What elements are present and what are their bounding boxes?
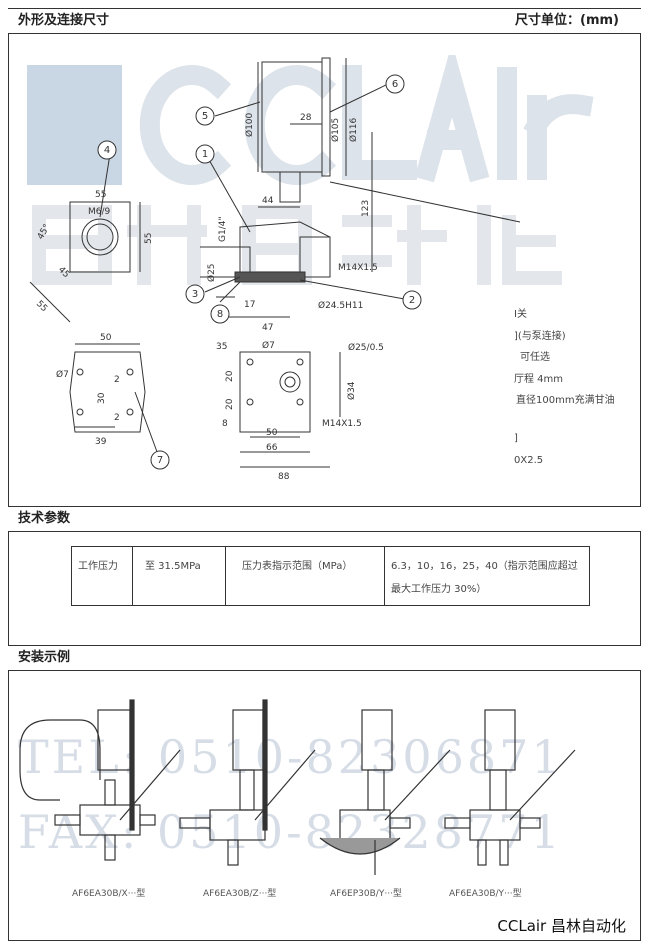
note-line: I关 [514,309,527,320]
dim-label: 50 [266,428,278,438]
caption-ex1: AF6EA30B/X···型 [72,889,146,899]
dim-label: 55 [34,299,49,314]
dim-label: Ø7 [56,369,69,380]
dimension-drawing: 5 6 1 4 3 2 7 8 Ø100 28 Ø105 Ø116 123 44… [29,57,521,482]
section-header-dimensions: 外形及连接尺寸 尺寸单位：(mm) [8,8,641,34]
dim-label: Ø34 [346,381,357,400]
note-line: ](与泵连接) [514,331,566,342]
section-title: 外形及连接尺寸 [18,13,110,28]
dim-label: 2 [114,413,120,423]
dimension-labels: Ø100 28 Ø105 Ø116 123 44 G1/4" Ø25 M14X1… [34,112,384,482]
table-cell: 压力表指示范围（MPa） [225,546,385,606]
dim-label: Ø116 [348,117,359,142]
dim-label: 8 [222,419,228,429]
dim-label: 30 [97,392,107,404]
dim-label: 45° [36,223,53,242]
callout-3: 3 [192,289,198,300]
install-examples-drawing [19,699,576,875]
dim-label: 20 [225,370,235,382]
dim-label: 45 [56,265,71,280]
dim-label: 35 [216,342,227,352]
callout-4: 4 [104,145,110,156]
table-cell: 6.3，10，16，25，40（指示范围应超过最大工作压力 30%） [384,546,590,606]
unit-label: 尺寸单位：(mm) [515,13,619,28]
note-line: ] [514,433,518,444]
table-cell: 至 31.5MPa [132,546,226,606]
callout-2: 2 [409,295,415,306]
tel-watermark: TEL: 0510-82306871 [18,730,564,784]
dim-label: M14X1.5 [338,263,378,273]
cell-line: 6.3，10，16，25，40（指示范围应超过 [391,561,578,572]
dim-label: Ø24.5H11 [318,300,363,311]
callout-7: 7 [157,455,163,466]
note-line: 直径100mm充满甘油 [516,395,615,406]
dim-label: 17 [244,300,255,310]
dim-label: 88 [278,472,290,482]
dim-label: 39 [95,437,107,447]
dim-label: 55 [144,233,154,244]
dim-label: Ø100 [244,112,255,137]
dim-label: M6/9 [88,207,111,217]
dim-label: 55 [95,190,106,200]
note-line: 厅程 4mm [514,374,564,385]
dim-label: 2 [114,375,120,385]
note-line: 可任选 [520,352,550,363]
note-line: 0X2.5 [514,455,544,466]
callout-1: 1 [202,149,208,160]
dim-label: Ø7 [262,340,275,351]
spec-table: 工作压力 至 31.5MPa 压力表指示范围（MPa） 6.3，10，16，25… [71,546,590,606]
dim-label: 44 [262,196,274,206]
table-row: 工作压力 至 31.5MPa 压力表指示范围（MPa） 6.3，10，16，25… [71,546,590,606]
dim-label: 66 [266,443,278,453]
dim-label: 50 [100,333,112,343]
table-cell: 工作压力 [71,546,133,606]
caption-ex3: AF6EP30B/Y···型 [330,889,402,899]
section-header-install: 安装示例 [8,645,641,671]
section-title: 技术参数 [18,511,71,526]
dim-label: Ø25 [206,263,217,282]
brand-label: CCLair 昌林自动化 [497,917,626,935]
dim-label: 47 [262,323,273,333]
dim-label: 20 [225,398,235,410]
dim-label: 123 [361,200,371,217]
callout-6: 6 [392,79,398,90]
dim-label: G1/4" [218,216,228,242]
dim-label: 28 [300,113,312,123]
callout-8: 8 [217,309,223,320]
dim-label: Ø105 [330,118,341,142]
caption-ex4: AF6EA30B/Y···型 [449,889,522,899]
section-title: 安装示例 [18,650,71,665]
section-header-specs: 技术参数 [8,506,641,532]
dim-label: Ø25/0.5 [348,342,384,353]
caption-ex2: AF6EA30B/Z···型 [203,889,277,899]
cell-line: 最大工作压力 30%） [391,584,487,595]
dim-label: M14X1.5 [322,419,362,429]
callout-5: 5 [202,111,208,122]
